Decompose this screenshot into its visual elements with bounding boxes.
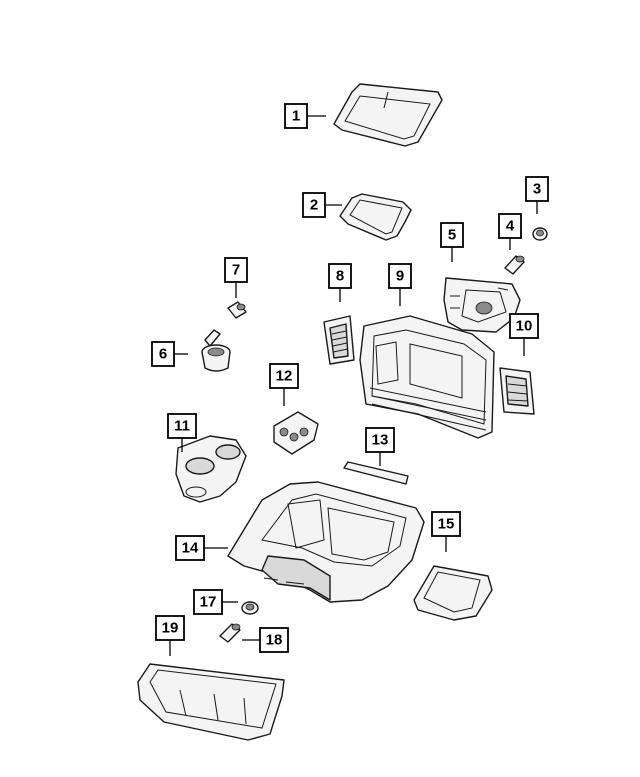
part-11-cup-holder	[175, 435, 247, 503]
callout-15-label: 15	[438, 516, 455, 533]
callout-1-label: 1	[292, 108, 300, 125]
callout-13-label: 13	[372, 432, 389, 449]
callout-5: 5	[440, 222, 464, 262]
callout-6: 6	[151, 341, 188, 367]
callout-5-label: 5	[448, 227, 456, 244]
callout-12-label: 12	[276, 368, 293, 385]
part-4-socket	[504, 255, 525, 275]
callout-1: 1	[284, 103, 326, 129]
callout-19: 19	[155, 615, 185, 656]
callout-8: 8	[328, 263, 352, 302]
callout-6-label: 6	[159, 346, 167, 363]
callout-11: 11	[167, 413, 197, 452]
callout-7: 7	[224, 257, 248, 298]
callout-10: 10	[509, 313, 539, 356]
part-8-vent	[323, 315, 355, 365]
callout-18: 18	[242, 627, 289, 653]
callout-3-label: 3	[533, 181, 541, 198]
part-7-plug	[227, 301, 247, 319]
callout-7-label: 7	[232, 262, 240, 279]
part-13-strip	[343, 461, 409, 485]
part-2-mat	[339, 193, 412, 241]
part-17-plug	[241, 601, 259, 615]
part-15-bin-insert	[413, 565, 493, 621]
part-3-cap	[532, 227, 548, 241]
callout-2: 2	[302, 192, 342, 218]
part-1-mat	[333, 83, 443, 147]
part-5-bezel	[443, 277, 521, 333]
callout-13: 13	[365, 427, 395, 466]
part-9-rear-panel	[359, 315, 495, 439]
part-12-switch-bank	[273, 411, 319, 455]
callout-17: 17	[193, 589, 238, 615]
callout-4-label: 4	[506, 218, 515, 235]
part-6-cup-insert	[201, 329, 231, 372]
callout-15: 15	[431, 511, 461, 552]
callout-19-label: 19	[162, 620, 179, 637]
part-19-storage-tray	[137, 663, 285, 741]
callout-17-label: 17	[200, 594, 217, 611]
callout-9-label: 9	[396, 268, 404, 285]
callout-8-label: 8	[336, 268, 344, 285]
callout-14-label: 14	[182, 540, 199, 557]
callout-12: 12	[269, 363, 299, 406]
callout-14: 14	[175, 535, 228, 561]
callout-3: 3	[525, 176, 549, 214]
callout-11-label: 11	[174, 418, 190, 435]
part-10-vent	[499, 367, 535, 415]
callout-9: 9	[388, 263, 412, 306]
callout-2-label: 2	[310, 197, 318, 214]
callout-18-label: 18	[266, 632, 283, 649]
callout-10-label: 10	[516, 318, 533, 335]
callout-4: 4	[498, 213, 522, 250]
part-14-console-base	[227, 481, 425, 603]
part-18-socket	[219, 623, 241, 643]
